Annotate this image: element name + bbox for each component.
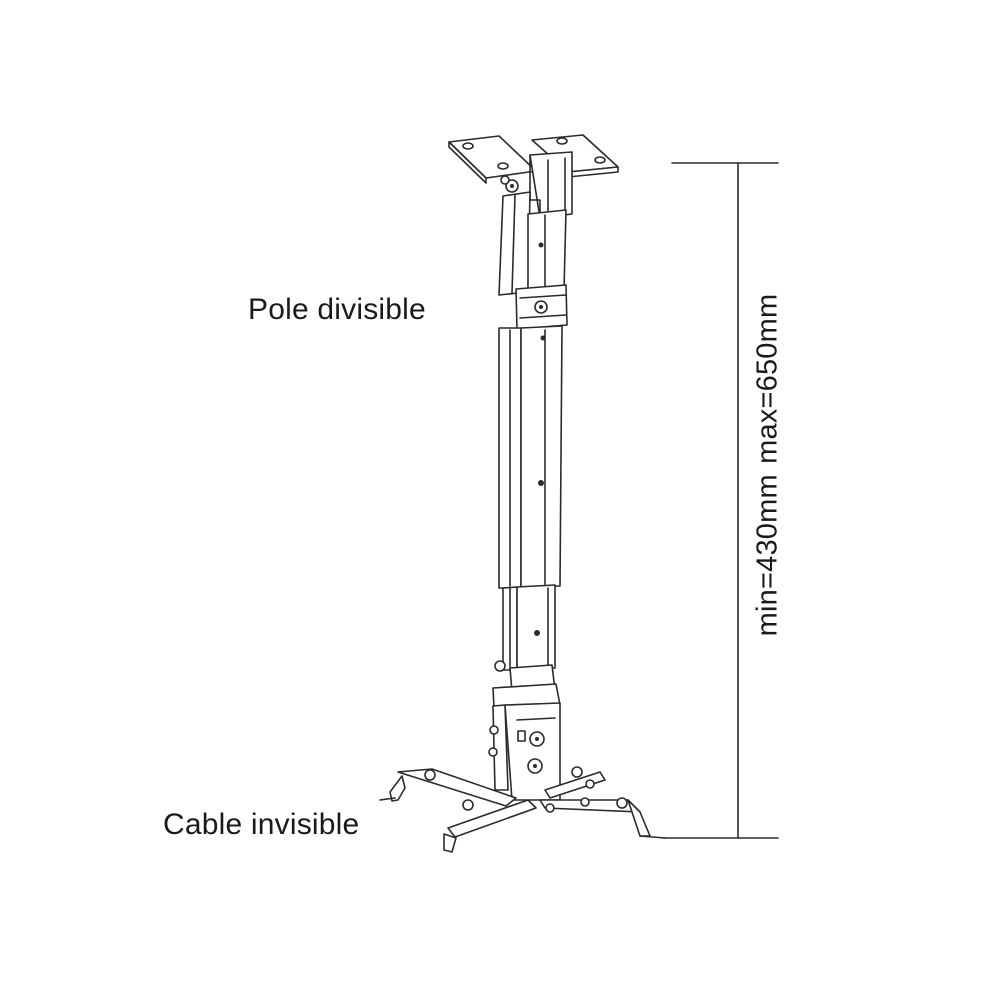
head-joint (488, 664, 561, 801)
spider-arms (379, 766, 666, 853)
dimension-line (663, 162, 779, 839)
clamp-collar (515, 284, 568, 330)
cable-label: Cable invisible (163, 808, 360, 841)
ceiling-plate-left (448, 135, 537, 184)
pole-label: Pole divisible (248, 293, 426, 326)
inner-tube (498, 325, 563, 589)
dimension-label: min=430mm max=650mm (751, 293, 784, 637)
top-bracket (500, 151, 573, 219)
bottom-tube (494, 584, 556, 672)
